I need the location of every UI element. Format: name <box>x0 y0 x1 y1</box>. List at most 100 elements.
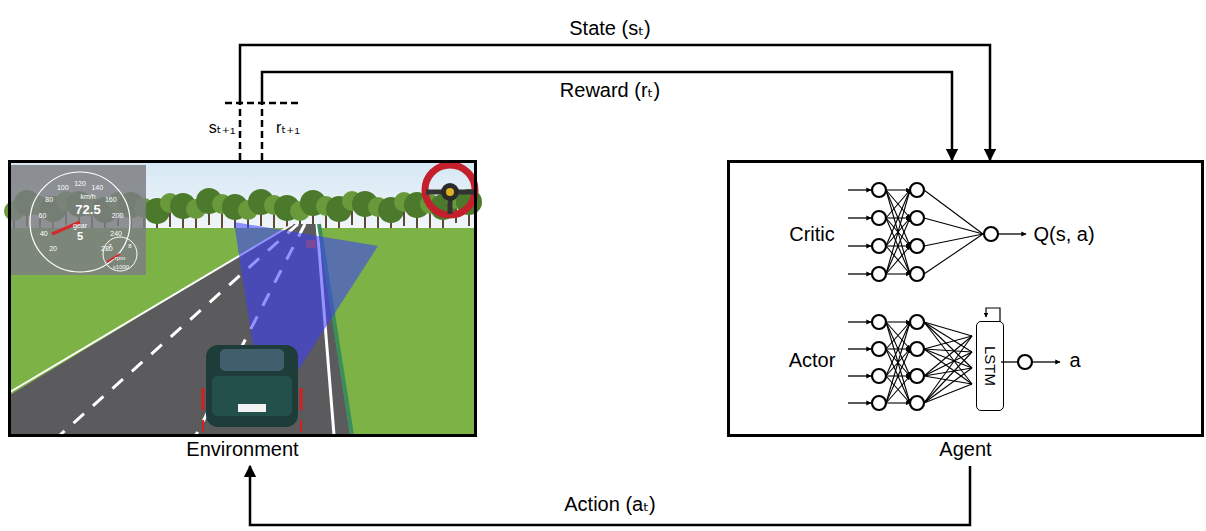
figure-part <box>886 376 910 403</box>
gauge-number: 120 <box>74 180 86 188</box>
gauge-number: 20 <box>49 245 57 253</box>
figure-part <box>924 322 972 368</box>
gauge-number: 7 <box>108 243 111 250</box>
figure-part <box>872 211 886 225</box>
figure-part <box>212 376 292 416</box>
figure-part <box>220 349 284 371</box>
figure-part <box>848 273 871 274</box>
figure-part <box>1032 361 1060 362</box>
environment-box: Environment <box>8 160 477 437</box>
network-name: Critic <box>789 223 835 245</box>
gear-readout: 5 <box>77 230 83 242</box>
figure-part <box>998 233 1026 234</box>
figure-part <box>910 267 924 281</box>
time-step-label: sₜ₊₁ <box>209 119 236 137</box>
figure-part <box>910 342 924 356</box>
figure-part <box>238 404 266 412</box>
flow-arrow <box>262 72 952 160</box>
figure-part <box>924 384 972 403</box>
figure-part <box>872 239 886 253</box>
figure-part <box>425 165 475 215</box>
figure-part <box>872 342 886 356</box>
figure-part <box>924 322 972 384</box>
figure-part <box>886 190 910 246</box>
figure-part <box>848 348 871 349</box>
network-output: Q(s, a) <box>1033 223 1094 245</box>
figure-part <box>872 183 886 197</box>
figure-part <box>924 218 983 234</box>
figure-part <box>202 420 204 432</box>
figure-part <box>886 402 910 403</box>
figure-part <box>910 396 924 410</box>
figure-part <box>886 190 910 274</box>
time-step-label: rₜ₊₁ <box>276 119 300 137</box>
gauge-label: x1000 <box>113 264 129 271</box>
unit-label: km/h <box>80 193 95 201</box>
figure-part <box>924 349 972 384</box>
gauge-number: 140 <box>91 184 103 192</box>
gauge-number: 240 <box>110 230 122 238</box>
figure-part <box>300 420 302 432</box>
box-caption: Environment <box>186 438 298 460</box>
agent-box: AgentLSTM <box>727 160 1204 437</box>
figure-part <box>30 172 130 272</box>
figure-part <box>848 217 871 218</box>
figure-part <box>886 322 910 403</box>
network-output: a <box>1069 349 1080 371</box>
figure-part <box>848 189 871 190</box>
simulator-screenshot <box>4 162 482 435</box>
figure-part <box>446 188 454 196</box>
figure-part <box>872 396 886 410</box>
figure-part <box>924 352 972 376</box>
figure-part <box>872 267 886 281</box>
network-name: Actor <box>789 349 836 371</box>
figure-part <box>886 322 910 376</box>
figure-part <box>886 189 910 190</box>
figure-part <box>910 369 924 383</box>
edge-label: Reward (rₜ) <box>557 79 663 101</box>
figure-part <box>924 322 972 352</box>
figure-part <box>300 388 303 410</box>
recurrent-loop <box>986 308 1000 322</box>
figure-part <box>848 245 871 246</box>
figure-part <box>910 239 924 253</box>
figure-part <box>924 234 983 274</box>
figure-part <box>886 218 910 274</box>
gauge-number: 160 <box>105 196 117 204</box>
figure-part <box>848 321 871 322</box>
figure-part <box>206 345 298 427</box>
figure-part <box>886 190 910 274</box>
gauge-number: 40 <box>40 230 48 238</box>
lstm-block: LSTM <box>976 321 1004 411</box>
gauge-number: 80 <box>45 196 53 204</box>
figure-part <box>1018 355 1032 369</box>
gauge-label: gear <box>73 222 87 230</box>
figure-part <box>103 237 137 271</box>
flow-arrow <box>240 45 990 160</box>
gauge-number: 60 <box>39 212 47 220</box>
gauge-number: 200 <box>112 212 124 220</box>
figure-part <box>886 218 910 274</box>
figure-part <box>886 322 910 403</box>
box-caption: Agent <box>939 438 991 460</box>
figure-part <box>10 165 146 275</box>
figure-part <box>910 315 924 329</box>
figure-part <box>306 240 316 248</box>
speed-readout: 72.5 <box>75 203 100 217</box>
figure-part <box>886 349 910 403</box>
flow-arrow <box>250 466 970 525</box>
edge-label: State (sₜ) <box>566 17 653 39</box>
figure-part <box>886 246 910 274</box>
figure-part <box>924 336 972 403</box>
figure-part <box>886 322 910 376</box>
gauge-number: 100 <box>57 184 69 192</box>
figure-part <box>910 211 924 225</box>
gauge-number: 8 <box>128 243 131 250</box>
figure-part <box>924 352 972 403</box>
block-label: LSTM <box>982 346 999 386</box>
figure-part <box>924 190 983 234</box>
figure-part <box>886 349 910 403</box>
figure-part <box>984 227 998 241</box>
figure-part <box>848 402 871 403</box>
figure-part <box>924 368 972 403</box>
